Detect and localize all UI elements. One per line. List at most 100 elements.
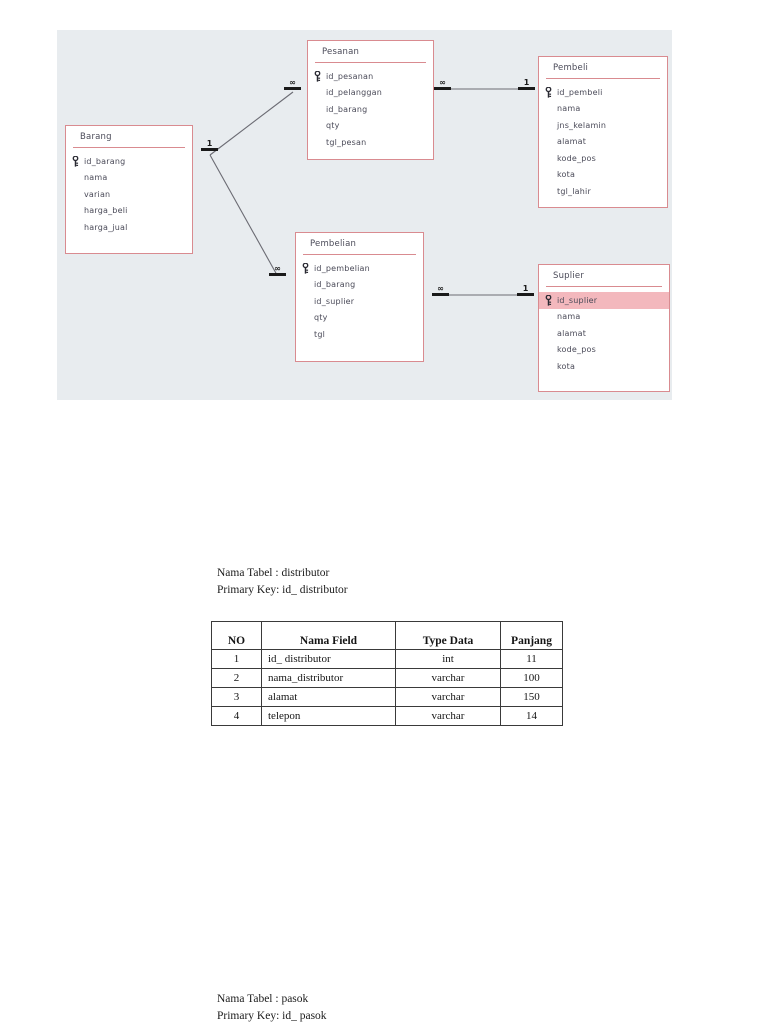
erd-field-row[interactable]: kode_pos (539, 342, 669, 359)
erd-field-row[interactable]: qty (296, 310, 423, 327)
cell-panjang: 11 (500, 649, 563, 669)
erd-field-label: varian (84, 189, 111, 199)
cardinality-bar (284, 87, 301, 90)
erd-field-row[interactable]: harga_beli (66, 203, 192, 220)
erd-field-label: tgl (314, 329, 326, 339)
cell-nama-field: telepon (261, 706, 396, 726)
column-header-field: Nama Field (261, 621, 396, 650)
erd-field-row[interactable]: nama (539, 309, 669, 326)
cardinality-glyph: ∞ (274, 264, 281, 273)
erd-field-row[interactable]: id_suplier (539, 292, 669, 309)
primary-key-icon (72, 155, 79, 167)
cardinality-marker-many: ∞ (432, 285, 449, 296)
erd-field-row[interactable]: id_pembelian (296, 260, 423, 277)
cell-type-data: varchar (395, 687, 501, 707)
cardinality-marker-one: 1 (517, 285, 534, 296)
primary-key-icon (545, 86, 552, 98)
erd-field-row[interactable]: id_pelanggan (308, 85, 433, 102)
erd-field-row[interactable]: nama (66, 170, 192, 187)
erd-field-label: jns_kelamin (557, 120, 607, 130)
erd-field-row[interactable]: id_barang (66, 153, 192, 170)
erd-field-row[interactable]: harga_jual (66, 219, 192, 236)
erd-field-row[interactable]: tgl_pesan (308, 134, 433, 151)
erd-field-row[interactable]: tgl (296, 326, 423, 343)
erd-field-row[interactable]: id_pesanan (308, 68, 433, 85)
cell-nama-field: alamat (261, 687, 396, 707)
erd-field-row[interactable]: id_barang (296, 277, 423, 294)
erd-field-row[interactable]: alamat (539, 134, 667, 151)
erd-field-row[interactable]: tgl_lahir (539, 183, 667, 200)
erd-field-label: nama (557, 312, 581, 322)
erd-title-divider (303, 254, 416, 256)
erd-field-label: kota (557, 361, 576, 371)
erd-field-label: id_barang (84, 156, 126, 166)
erd-field-row[interactable]: jns_kelamin (539, 117, 667, 134)
cardinality-bar (269, 273, 286, 276)
erd-field-label: id_pembeli (557, 87, 603, 97)
cardinality-bar (517, 293, 534, 296)
erd-field-row[interactable]: kota (539, 358, 669, 375)
erd-entity-title: Pembeli (553, 63, 589, 73)
cell-type-data: int (395, 649, 501, 669)
cell-panjang: 100 (500, 668, 563, 688)
erd-field-row[interactable]: nama (539, 101, 667, 118)
relationship-line-barang-pesanan (209, 91, 294, 156)
cardinality-glyph: ∞ (289, 78, 296, 87)
cell-panjang: 14 (500, 706, 563, 726)
erd-field-label: nama (557, 104, 581, 114)
cardinality-marker-many: ∞ (434, 79, 451, 90)
erd-entity-title: Barang (80, 132, 112, 142)
erd-field-label: harga_beli (84, 206, 128, 216)
cell-nama-field: nama_distributor (261, 668, 396, 688)
erd-field-label: id_suplier (314, 296, 355, 306)
cardinality-marker-many: ∞ (284, 79, 301, 90)
erd-field-label: qty (314, 313, 328, 323)
cardinality-glyph: 1 (522, 284, 529, 293)
erd-field-row[interactable]: id_suplier (296, 293, 423, 310)
distributor-caption-table-name: Nama Tabel : distributor (217, 567, 330, 579)
erd-field-row[interactable]: qty (308, 118, 433, 135)
erd-entity-title: Pesanan (322, 47, 360, 57)
erd-entity-title: Pembelian (310, 239, 357, 249)
erd-field-row[interactable]: id_pembeli (539, 84, 667, 101)
column-header-type: Type Data (395, 621, 501, 650)
cardinality-glyph: ∞ (439, 78, 446, 87)
erd-title-divider (546, 286, 662, 288)
erd-field-row[interactable]: alamat (539, 325, 669, 342)
pasok-caption-table-name: Nama Tabel : pasok (217, 993, 309, 1005)
erd-field-row[interactable]: varian (66, 186, 192, 203)
column-header-panjang: Panjang (500, 621, 563, 650)
relationship-line-barang-pembelian (209, 154, 278, 276)
erd-field-label: id_barang (326, 104, 368, 114)
erd-field-row[interactable]: id_barang (308, 101, 433, 118)
cardinality-marker-many: ∞ (269, 265, 286, 276)
cell-type-data: varchar (395, 706, 501, 726)
erd-field-row[interactable]: kota (539, 167, 667, 184)
erd-field-label: alamat (557, 137, 587, 147)
cardinality-bar (432, 293, 449, 296)
cardinality-bar (518, 87, 535, 90)
cardinality-bar (434, 87, 451, 90)
cardinality-glyph: 1 (523, 78, 530, 87)
primary-key-icon (545, 294, 552, 306)
cardinality-marker-one: 1 (201, 140, 218, 151)
cell-no: 1 (211, 649, 262, 669)
erd-field-label: kode_pos (557, 345, 596, 355)
distributor-caption-primary-key: Primary Key: id_ distributor (217, 584, 348, 596)
cardinality-marker-one: 1 (518, 79, 535, 90)
erd-field-row[interactable]: kode_pos (539, 150, 667, 167)
erd-field-label: id_suplier (557, 295, 598, 305)
table-header-row: NO Nama Field Type Data Panjang (211, 621, 563, 650)
